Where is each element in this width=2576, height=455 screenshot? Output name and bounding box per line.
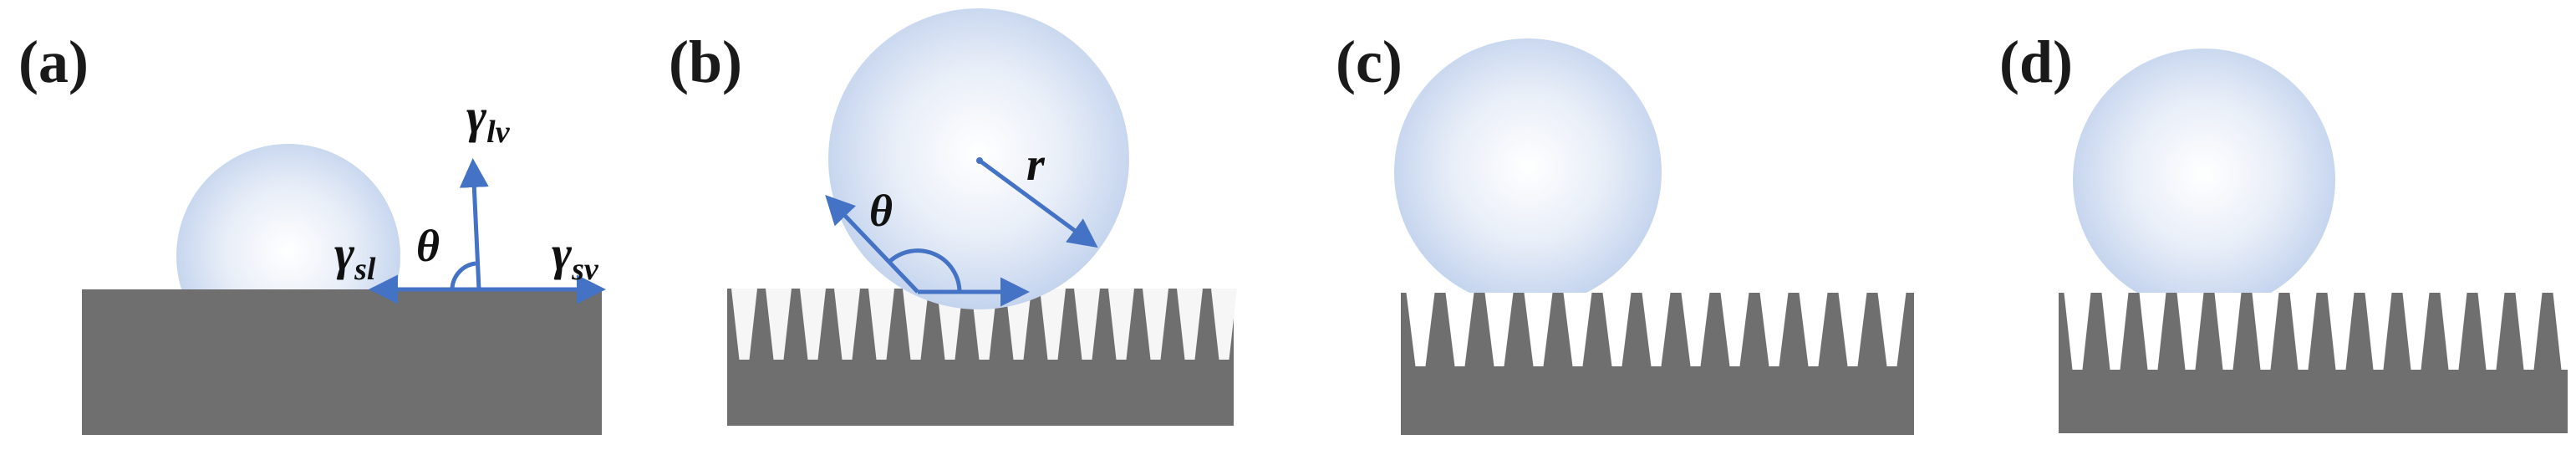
- substrate-pore: [2327, 293, 2355, 370]
- substrate-pore: [800, 289, 826, 360]
- panel-d: (d): [1999, 28, 2576, 433]
- substrate-pore: [2515, 293, 2543, 370]
- rough-substrate-c: [1401, 293, 1914, 435]
- substrate-pore: [1484, 293, 1514, 366]
- gamma-sl-label: γsl: [334, 226, 376, 287]
- substrate-pore: [2289, 293, 2317, 370]
- substrate-pore: [1602, 293, 1632, 366]
- substrate-pore: [1143, 289, 1168, 360]
- gamma-lv-label: γlv: [466, 89, 511, 150]
- substrate-pore: [1524, 293, 1553, 366]
- substrate-pore: [1074, 289, 1100, 360]
- panel-label-d: (d): [1999, 28, 2073, 95]
- substrate-pore: [2101, 293, 2129, 370]
- substrate-pore: [1445, 293, 1474, 366]
- gamma-lv-symbol: γ: [466, 89, 487, 143]
- panel-label-c: (c): [1336, 28, 1403, 95]
- panel-label-a: (a): [18, 28, 89, 95]
- rough-substrate-b: [727, 289, 1237, 426]
- rough-substrate-d: [2059, 293, 2576, 433]
- substrate-pore: [1108, 289, 1134, 360]
- substrate-pore: [2252, 293, 2279, 370]
- radius-arrow: [978, 158, 1098, 248]
- panel-a: (a) θ γlv γsl γsv: [18, 28, 606, 435]
- gamma-sv-subscript: sv: [571, 252, 599, 287]
- substrate-pore: [2477, 293, 2505, 370]
- flat-substrate: [82, 289, 602, 435]
- substrate-pore: [903, 289, 929, 360]
- gamma-lv-arrow: [459, 158, 489, 290]
- substrate-pore: [2214, 293, 2242, 370]
- tangent-arrow: [825, 194, 919, 294]
- substrate-pore: [1838, 293, 1867, 366]
- substrate-pore: [2176, 293, 2204, 370]
- substrate-pore: [1759, 293, 1789, 366]
- radius-label: r: [1026, 139, 1046, 191]
- substrate-pore: [1720, 293, 1749, 366]
- substrate-pore: [1563, 293, 1592, 366]
- panel-label-b: (b): [669, 28, 742, 95]
- substrate-pores-b: [731, 289, 1237, 360]
- droplet-d: [2073, 49, 2335, 311]
- droplet-c: [1394, 38, 1662, 306]
- substrate-pore: [1040, 289, 1066, 360]
- substrate-pore: [2365, 293, 2392, 370]
- contact-angle-arc-b: [888, 248, 962, 293]
- substrate-pore: [1177, 289, 1203, 360]
- substrate-pore: [2139, 293, 2166, 370]
- substrate-pores-d: [2064, 293, 2576, 370]
- substrate-pore: [766, 289, 792, 360]
- substrate-pore: [2440, 293, 2467, 370]
- substrate-pore: [834, 289, 860, 360]
- droplet-a: [176, 144, 400, 289]
- gamma-lv-subscript: lv: [486, 115, 511, 150]
- theta-label-b: θ: [869, 186, 893, 236]
- gamma-sv-label: γsv: [552, 226, 599, 287]
- substrate-pore: [1642, 293, 1671, 366]
- theta-label-a: θ: [416, 221, 440, 271]
- substrate-pores-c: [1406, 293, 1907, 366]
- substrate-pore: [2064, 293, 2091, 370]
- substrate-pore: [731, 289, 757, 360]
- substrate-pore: [1406, 293, 1435, 366]
- gamma-sv-symbol: γ: [552, 226, 573, 280]
- substrate-pore: [1211, 289, 1237, 360]
- substrate-pore: [1681, 293, 1710, 366]
- gamma-sl-subscript: sl: [354, 252, 376, 287]
- panel-c: (c): [1336, 28, 1914, 435]
- substrate-pore: [1877, 293, 1907, 366]
- substrate-pore: [2553, 293, 2576, 370]
- contact-angle-arc-a: [450, 261, 476, 290]
- substrate-pore: [2402, 293, 2430, 370]
- panel-b: (b) θ r: [669, 8, 1237, 426]
- gamma-sl-symbol: γ: [334, 226, 355, 280]
- substrate-pore: [1799, 293, 1828, 366]
- substrate-pore: [868, 289, 894, 360]
